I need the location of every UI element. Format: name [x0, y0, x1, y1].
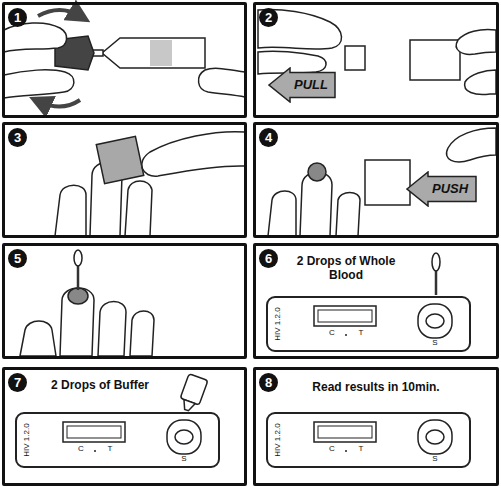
sample-hole: [175, 430, 193, 444]
collect-step-art: [20, 250, 154, 356]
sample-well: [418, 304, 452, 338]
direction-arrow: PULL: [268, 67, 336, 103]
callout-number: 2: [259, 8, 278, 27]
dot: [94, 450, 96, 452]
result-window: [314, 422, 376, 442]
thumb: [4, 23, 67, 52]
test-mark: T: [105, 444, 115, 454]
arrow-outline: [407, 172, 476, 206]
step-panel: 8Read results in 10min. HIV 1.2.0C T S: [253, 367, 499, 486]
sample-mark: S: [430, 338, 440, 348]
lancet-band: [150, 40, 172, 66]
thumb: [20, 321, 56, 356]
finger: [465, 70, 496, 95]
thumb: [447, 128, 496, 162]
finger: [268, 191, 296, 236]
finger: [300, 172, 332, 236]
control-mark: C: [76, 444, 86, 454]
test-cassette: HIV 1.2.0C T S: [15, 412, 220, 468]
callout-number: 8: [259, 373, 278, 392]
alcohol-pad: [96, 136, 143, 183]
lancet-body: [365, 160, 410, 205]
dropper-tube: [435, 270, 438, 295]
buffer-bottle: [177, 374, 208, 414]
finger: [199, 68, 245, 97]
finger: [55, 185, 86, 236]
step-panel: 1: [2, 2, 247, 118]
dot: [345, 334, 347, 336]
step-caption: Read results in 10min.: [276, 380, 476, 394]
control-mark: C: [327, 444, 337, 454]
lancet-body: [102, 38, 205, 68]
step-panel: 6 2 Drops of Whole BloodHIV 1.2.0C T S: [253, 243, 499, 359]
pipette-bulb: [74, 250, 82, 266]
arrow-outline: [269, 68, 335, 102]
step-panel: 3: [2, 122, 247, 238]
step-caption: 2 Drops of Buffer: [25, 378, 175, 392]
callout-number: 4: [259, 128, 278, 147]
finger: [336, 193, 360, 237]
device-label: HIV 1.2.0: [273, 418, 283, 462]
sample-hole: [426, 314, 444, 328]
finger: [98, 302, 126, 357]
cassette-art: [17, 414, 218, 466]
twist-step-art: [4, 10, 245, 107]
blood-drop: [68, 288, 88, 304]
device-label: HIV 1.2.0: [273, 302, 283, 346]
sample-mark: S: [179, 454, 189, 464]
arrow-label: PULL: [294, 77, 328, 93]
sample-well: [418, 420, 452, 454]
arrow-label: PUSH: [432, 181, 468, 197]
finger: [60, 288, 94, 356]
dropper: [432, 253, 440, 295]
control-mark: C: [327, 328, 337, 338]
cap-stem: [345, 46, 365, 70]
sample-mark: S: [430, 454, 440, 464]
clean-step-art: [55, 132, 245, 236]
callout-number: 6: [259, 249, 278, 268]
callout-number: 1: [8, 8, 27, 27]
cassette-art: [268, 414, 469, 466]
result-strip: [67, 426, 121, 438]
twist-arrow: [40, 100, 80, 107]
test-cassette: HIV 1.2.0C T S: [266, 296, 471, 352]
sample-hole: [426, 430, 444, 444]
prick-step-art: [268, 128, 496, 236]
callout-number: 5: [8, 249, 27, 268]
callout-number: 7: [8, 373, 27, 392]
thumb: [142, 132, 245, 176]
blood-drop: [308, 163, 326, 181]
step-panel: 5: [2, 243, 247, 359]
finger: [130, 311, 154, 356]
test-mark: T: [356, 328, 366, 338]
device-label: HIV 1.2.0: [22, 418, 32, 462]
finger: [258, 51, 326, 74]
test-cassette: HIV 1.2.0C T S: [266, 412, 471, 468]
finger: [125, 181, 152, 236]
dot: [345, 450, 347, 452]
sample-well: [167, 420, 201, 454]
step-panel: 2PULL: [253, 2, 499, 118]
result-window: [314, 306, 376, 326]
test-mark: T: [356, 444, 366, 454]
bottle-nozzle: [181, 400, 195, 413]
direction-arrow: PUSH: [406, 171, 477, 207]
callout-number: 3: [8, 128, 27, 147]
dropper-bulb: [432, 253, 440, 271]
step-panel: 72 Drops of BufferHIV 1.2.0C T S: [2, 367, 247, 486]
step-panel: 4PUSH: [253, 122, 499, 238]
twist-arrow: [38, 10, 80, 16]
lancet-body: [410, 40, 460, 80]
thumb: [456, 29, 496, 54]
finger: [4, 70, 74, 98]
result-strip: [318, 310, 372, 322]
result-window: [63, 422, 125, 442]
step-caption: 2 Drops of Whole Blood: [296, 254, 396, 282]
result-strip: [318, 426, 372, 438]
cassette-art: [268, 298, 469, 350]
